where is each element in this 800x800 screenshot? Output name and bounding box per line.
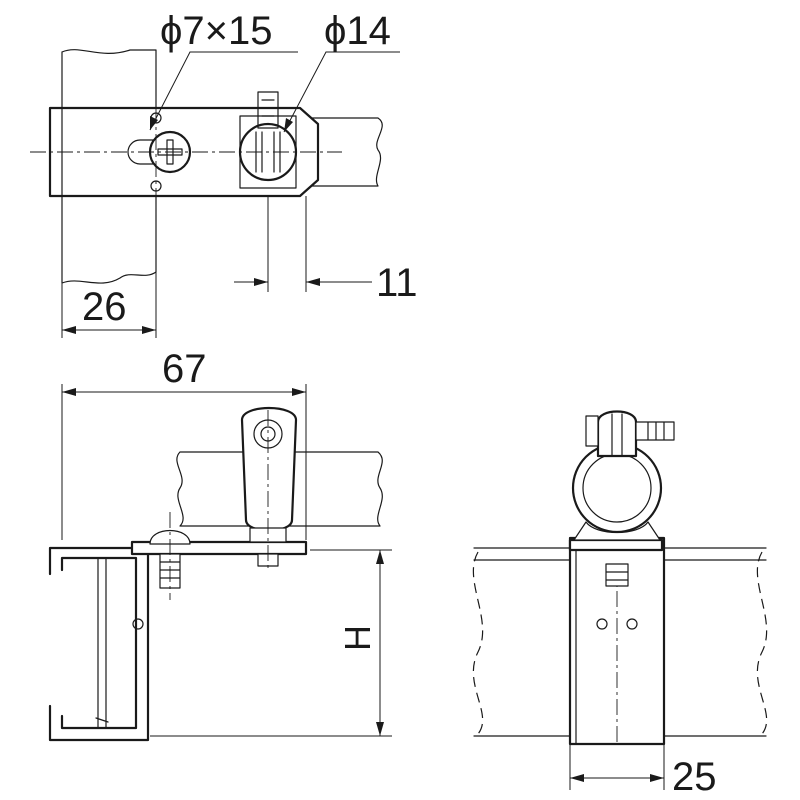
- leader-slot: [149, 51, 298, 131]
- dim-26-arrowhead-right: [142, 326, 156, 334]
- side-hole-right: [626, 618, 638, 630]
- front-pipe: [176, 451, 383, 527]
- side-ring-inner: [582, 453, 652, 523]
- dim-67-arrowhead-left: [62, 388, 76, 396]
- side-bolt: [635, 421, 675, 441]
- hole-label: ϕ14: [324, 9, 391, 53]
- dim-25-arrowhead-right: [650, 774, 664, 782]
- dim-67-arrowhead-right: [292, 388, 306, 396]
- side-ring-outer: [571, 442, 663, 534]
- top-slot: [127, 139, 167, 165]
- dim-26-arrowhead-left: [62, 326, 76, 334]
- dim-11-arrowhead-left: [254, 278, 268, 286]
- front-rail-hole: [132, 618, 144, 630]
- top-bolt: [257, 91, 279, 129]
- dim-25-arrowhead-left: [570, 774, 584, 782]
- side-nut: [585, 415, 599, 447]
- side-lug-lines: [611, 413, 623, 457]
- top-rail: [61, 49, 157, 284]
- side-rail-break-right: [756, 551, 768, 735]
- side-rail-break-left: [472, 551, 484, 735]
- slot-label: ϕ7×15: [160, 9, 273, 53]
- leader-hole-arrowhead: [284, 118, 293, 132]
- top-view: 11 26 ϕ7×15 ϕ14: [30, 9, 418, 338]
- front-rail: [48, 546, 150, 742]
- dim-H-label: H: [337, 625, 378, 651]
- front-screw-head: [149, 530, 191, 545]
- front-clamp: [240, 406, 298, 532]
- dim-67-label: 67: [162, 347, 207, 391]
- leader-hole: [283, 51, 400, 133]
- front-rail-web: [95, 557, 109, 729]
- top-screw-cross: [157, 139, 183, 165]
- leader-slot-arrowhead: [150, 116, 158, 130]
- front-clamp-nut: [249, 527, 287, 567]
- front-plate: [130, 540, 308, 556]
- dim-11-label: 11: [376, 261, 418, 305]
- dim-26-label: 26: [82, 285, 127, 329]
- side-ring-base: [573, 521, 661, 541]
- dim-11-arrowhead-right: [306, 278, 320, 286]
- dim-H-arrowhead-top: [376, 550, 384, 564]
- dim-25-label: 25: [672, 755, 717, 799]
- side-hole-left: [596, 618, 608, 630]
- side-view: 25: [472, 410, 768, 799]
- side-screw: [605, 563, 629, 587]
- dim-H-arrowhead-bottom: [376, 722, 384, 736]
- side-plate: [568, 538, 664, 552]
- side-lugs: [596, 410, 638, 458]
- front-view: 67 H: [48, 347, 392, 742]
